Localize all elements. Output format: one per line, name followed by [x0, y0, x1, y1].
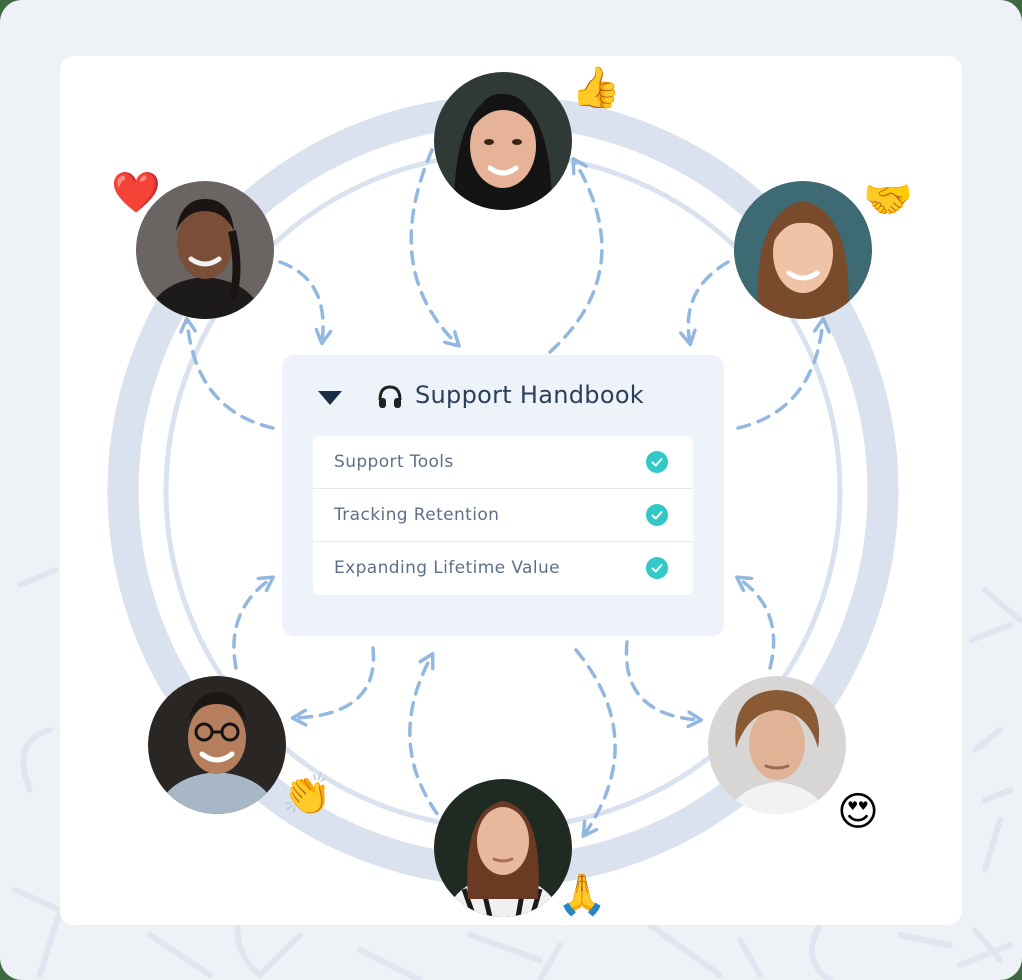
checklist-item-label: Tracking Retention [334, 505, 500, 525]
checklist-item-label: Support Tools [334, 452, 454, 472]
handbook-checklist: Support Tools Tracking Retention Expandi… [313, 436, 693, 595]
arrow-top-to-panel [409, 148, 458, 345]
check-circle-icon [646, 504, 668, 526]
arrow-bottom-to-panel [408, 655, 452, 832]
avatar-top [434, 72, 572, 210]
checklist-item[interactable]: Tracking Retention [313, 489, 693, 542]
arrow-panel-to-topright [736, 320, 823, 430]
heart-eyes-icon: 😍 [837, 789, 879, 835]
clapping-hands-icon: 👏 [282, 772, 332, 818]
arrow-bottomleft-to-panel [232, 578, 272, 670]
thumbs-up-icon: 👍 [571, 65, 621, 111]
panel-header[interactable]: Support Handbook [282, 377, 724, 417]
avatar-bottom [434, 779, 572, 917]
arrow-panel-to-bottom [574, 648, 617, 835]
arrow-panel-to-bottomleft [294, 646, 376, 718]
folded-hands-icon: 🙏 [557, 872, 607, 918]
heart-icon: ❤️ [111, 170, 161, 216]
arrow-panel-to-topleft [187, 320, 275, 430]
checklist-item[interactable]: Support Tools [313, 436, 693, 489]
check-circle-icon [646, 451, 668, 473]
avatar-bottom-left [148, 676, 286, 814]
arrow-topleft-to-panel [278, 260, 323, 342]
checklist-item[interactable]: Expanding Lifetime Value [313, 542, 693, 594]
arrow-bottomright-to-panel [738, 578, 776, 670]
arrow-panel-to-bottomright [624, 640, 700, 720]
panel-title: Support Handbook [415, 381, 645, 409]
arrow-panel-to-top [548, 160, 604, 354]
avatar-bottom-right [708, 676, 846, 814]
checklist-item-label: Expanding Lifetime Value [334, 558, 561, 578]
check-circle-icon [646, 557, 668, 579]
caret-down-icon[interactable] [318, 391, 342, 405]
arrow-topright-to-panel [688, 260, 730, 343]
avatar-top-left [136, 181, 274, 319]
avatar-top-right [734, 181, 872, 319]
support-handbook-panel: Support Handbook Support Tools Tracking … [282, 355, 724, 636]
handshake-icon: 🤝 [863, 177, 913, 223]
headphones-icon [376, 383, 404, 411]
